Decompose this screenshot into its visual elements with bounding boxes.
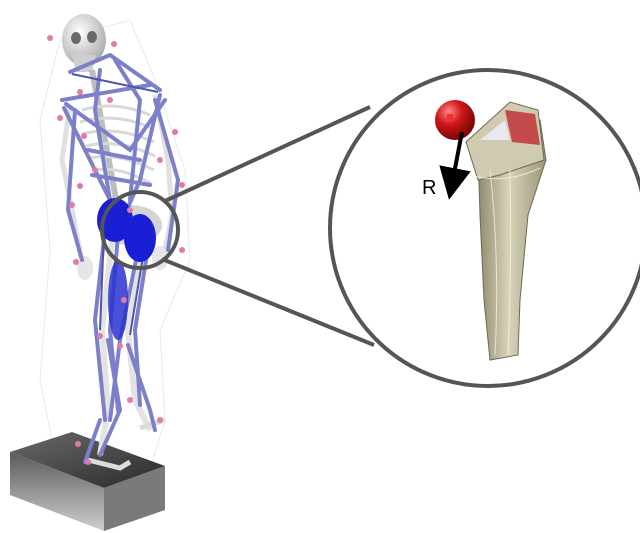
zoom-callout [102,70,640,386]
femoral-head-ball-icon [435,100,475,140]
force-label: R [422,177,436,199]
force-plate [10,432,165,531]
